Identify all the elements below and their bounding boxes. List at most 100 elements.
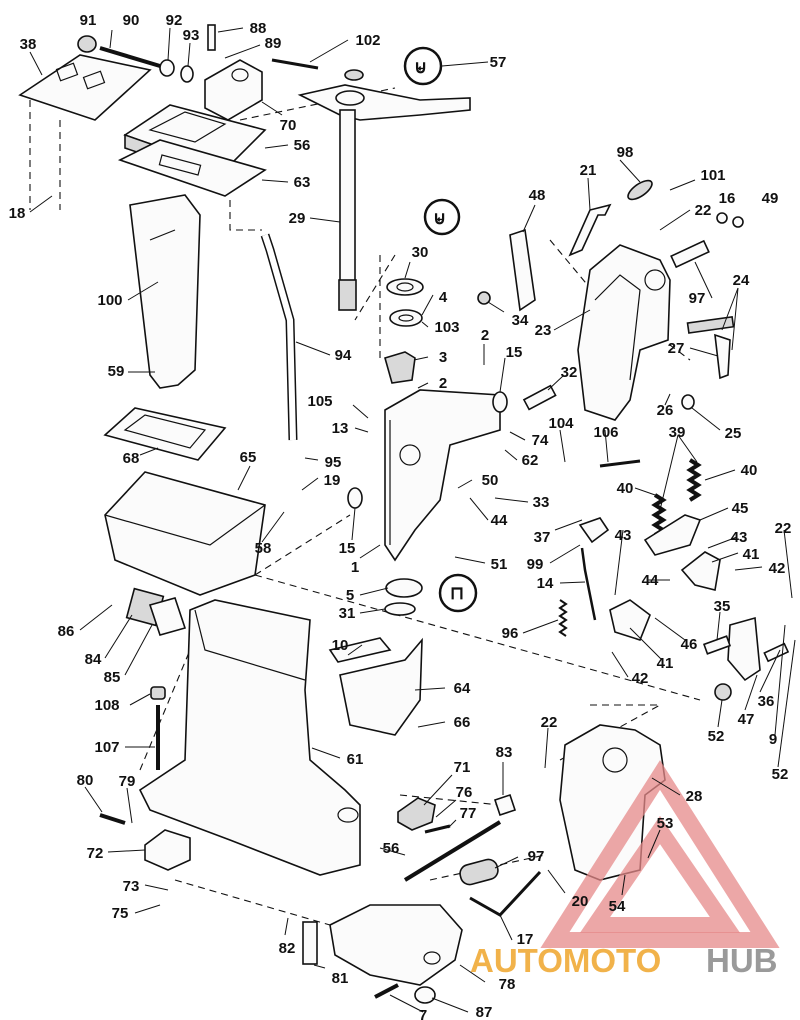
part-15-washer-upper bbox=[492, 391, 508, 413]
part-63-gasket bbox=[117, 139, 267, 197]
callout-45: 45 bbox=[732, 500, 749, 517]
part-77-screw bbox=[424, 824, 451, 834]
callout-18: 18 bbox=[9, 205, 26, 222]
callout-56-upper: 56 bbox=[294, 137, 311, 154]
callout-64: 64 bbox=[454, 680, 471, 697]
callout-99: 99 bbox=[527, 556, 544, 573]
callout-107: 107 bbox=[94, 739, 119, 756]
callout-2-lower: 2 bbox=[439, 375, 447, 392]
part-46-cam bbox=[609, 599, 651, 641]
callout-19: 19 bbox=[324, 472, 341, 489]
callout-58: 58 bbox=[255, 540, 272, 557]
callout-15-upper: 15 bbox=[506, 344, 523, 361]
callout-86: 86 bbox=[58, 623, 75, 640]
callout-21: 21 bbox=[580, 162, 597, 179]
part-29-steering-shaft bbox=[297, 84, 471, 311]
callout-1: 1 bbox=[351, 559, 359, 576]
part-88-screw bbox=[207, 24, 216, 51]
leader-lines bbox=[29, 27, 796, 1013]
callout-17: 17 bbox=[517, 931, 534, 948]
callout-104: 104 bbox=[548, 415, 574, 432]
callout-73: 73 bbox=[123, 878, 140, 895]
callout-36: 36 bbox=[758, 693, 775, 710]
part-106-rod bbox=[599, 459, 641, 468]
callout-52-left: 52 bbox=[708, 728, 725, 745]
svg-text:⊌: ⊌ bbox=[433, 208, 446, 228]
callout-40-right: 40 bbox=[741, 462, 758, 479]
callout-81: 81 bbox=[332, 970, 349, 987]
callout-37: 37 bbox=[534, 529, 551, 546]
part-36-bolt bbox=[763, 642, 790, 663]
callout-108: 108 bbox=[94, 697, 119, 714]
callout-96: 96 bbox=[502, 625, 519, 642]
watermark-text-automoto: AUTOMOTO bbox=[470, 942, 661, 979]
callout-87: 87 bbox=[476, 1004, 493, 1020]
part-72-block bbox=[144, 829, 191, 871]
part-65-lower-cover bbox=[104, 471, 266, 596]
callout-72: 72 bbox=[87, 845, 104, 862]
callout-40-left: 40 bbox=[617, 480, 634, 497]
part-59-exhaust-tube bbox=[129, 194, 201, 389]
callout-94: 94 bbox=[335, 347, 352, 364]
part-5-bearing bbox=[385, 578, 423, 598]
callout-88: 88 bbox=[250, 20, 267, 37]
callout-35: 35 bbox=[714, 598, 731, 615]
callout-43-left: 43 bbox=[615, 527, 632, 544]
callout-53: 53 bbox=[657, 815, 674, 832]
callout-75: 75 bbox=[112, 905, 129, 922]
callout-66: 66 bbox=[454, 714, 471, 731]
part-27-clamp-handle bbox=[686, 315, 735, 380]
callout-56-lower: 56 bbox=[383, 840, 400, 857]
callout-23: 23 bbox=[535, 322, 552, 339]
callout-41-lower: 41 bbox=[657, 655, 674, 672]
callout-82: 82 bbox=[279, 940, 296, 957]
callout-7: 7 bbox=[419, 1007, 427, 1020]
watermark-text-hub: HUB bbox=[706, 942, 778, 979]
callout-100: 100 bbox=[97, 292, 122, 309]
callout-44-lower: 44 bbox=[642, 572, 659, 589]
part-49-nut bbox=[732, 216, 744, 228]
callout-33: 33 bbox=[533, 494, 550, 511]
part-70-mount-block bbox=[204, 59, 263, 121]
callout-39: 39 bbox=[669, 424, 686, 441]
part-97-bolt-upper bbox=[670, 239, 710, 269]
callout-54: 54 bbox=[609, 898, 626, 915]
callout-49: 49 bbox=[762, 190, 779, 207]
callout-48: 48 bbox=[529, 187, 546, 204]
part-14-rod bbox=[580, 547, 597, 621]
callout-25: 25 bbox=[725, 425, 742, 442]
part-7-bolt bbox=[374, 983, 399, 999]
part-16-washer bbox=[716, 212, 728, 224]
part-97-sleeve bbox=[459, 858, 499, 886]
callout-42-right: 42 bbox=[769, 560, 786, 577]
callout-62: 62 bbox=[522, 452, 539, 469]
watermark-logo: AUTOMOTO HUB bbox=[470, 760, 780, 979]
callout-74: 74 bbox=[532, 432, 549, 449]
callout-63: 63 bbox=[294, 174, 311, 191]
callout-98: 98 bbox=[617, 144, 634, 161]
callout-70: 70 bbox=[280, 117, 297, 134]
callout-47: 47 bbox=[738, 711, 755, 728]
callout-90: 90 bbox=[123, 12, 140, 29]
part-96-spring bbox=[558, 599, 568, 637]
callout-22-right: 22 bbox=[775, 520, 792, 537]
callout-65: 65 bbox=[240, 449, 257, 466]
part-32-pin bbox=[522, 384, 557, 411]
part-40-spring-left bbox=[651, 493, 667, 537]
part-56-shift-rod bbox=[403, 820, 502, 882]
lube-symbol-lower: ⊓ bbox=[438, 573, 478, 613]
callout-80: 80 bbox=[77, 772, 94, 789]
callout-91: 91 bbox=[80, 12, 97, 29]
callout-16: 16 bbox=[719, 190, 736, 207]
part-43-lever bbox=[680, 551, 721, 591]
callout-27: 27 bbox=[668, 340, 685, 357]
part-10-seal-strip bbox=[328, 637, 392, 663]
callout-44-upper: 44 bbox=[491, 512, 508, 529]
part-47-bracket bbox=[727, 616, 761, 682]
callout-2-upper: 2 bbox=[481, 327, 489, 344]
callout-95: 95 bbox=[325, 454, 342, 471]
callout-9: 9 bbox=[769, 731, 777, 748]
callout-59: 59 bbox=[108, 363, 125, 380]
callout-14: 14 bbox=[537, 575, 554, 592]
